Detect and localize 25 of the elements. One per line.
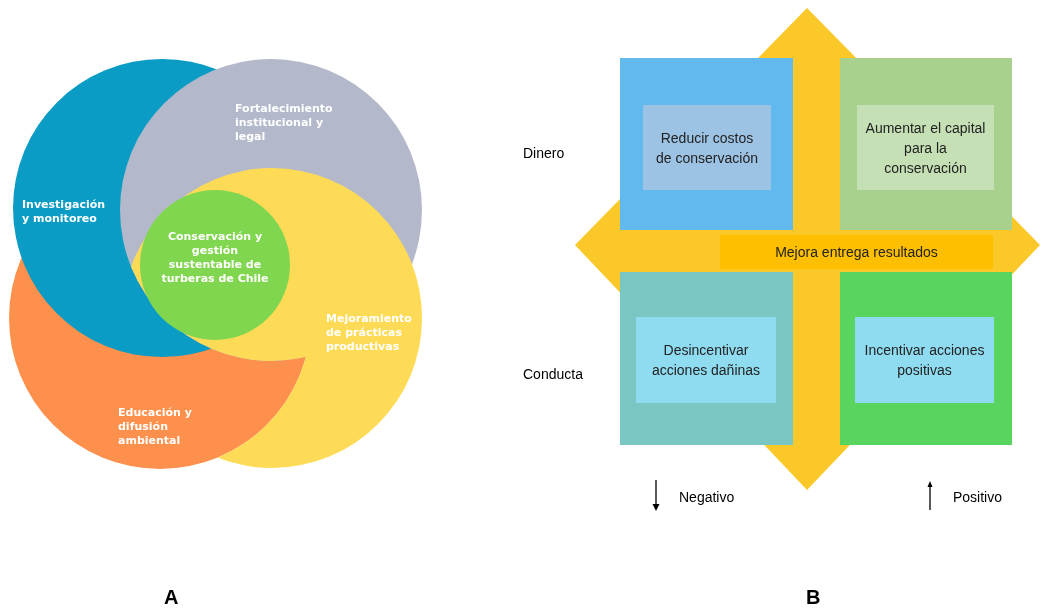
- legend-label: Positivo: [953, 489, 1003, 505]
- circle-label: Conservación y gestión sustentable de turberas de Chile: [160, 230, 270, 286]
- banner-bar: [720, 235, 993, 269]
- circle-label: Mejoramiento de prácticas productivas: [326, 312, 413, 354]
- text-box: [643, 105, 771, 190]
- quadrant-panel: [840, 272, 1012, 445]
- box-label: Desincentivar acciones dañinas: [650, 341, 762, 380]
- quadrant-panel: [840, 58, 1012, 230]
- box-label: Reducir costos de conservación: [655, 128, 759, 168]
- box-label: Aumentar el capital para la conservación: [865, 118, 986, 178]
- circle-label: Educación y difusión ambiental: [118, 406, 193, 448]
- axis-label: Conducta: [523, 366, 583, 382]
- circle-label: Investigación y monitoreo: [22, 198, 107, 226]
- text-box: [636, 317, 776, 403]
- quadrant-panel: [620, 272, 793, 445]
- quadrant-panel: [620, 58, 793, 230]
- text-box: [855, 317, 994, 403]
- axis-label: Dinero: [523, 145, 565, 161]
- text-box: [857, 105, 994, 190]
- circle-label: Fortalecimiento institucional y legal: [235, 102, 334, 144]
- panel-letter: A: [164, 586, 179, 609]
- panel-letter: B: [806, 586, 821, 609]
- box-label: Incentivar acciones positivas: [863, 341, 986, 380]
- box-label: Mejora entrega resultados: [775, 243, 938, 262]
- legend-label: Negativo: [679, 489, 735, 505]
